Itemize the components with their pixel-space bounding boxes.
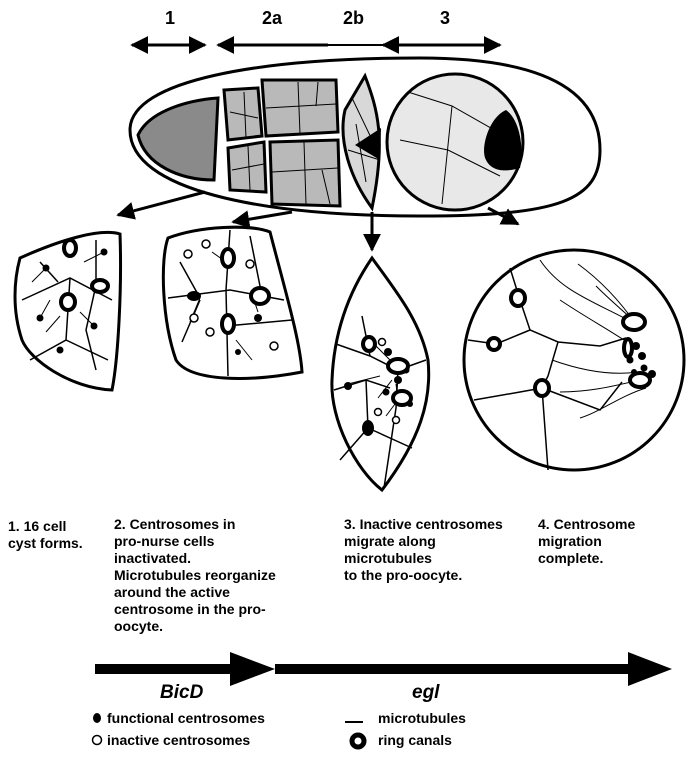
stage1-cyst (13, 230, 123, 392)
region2b-centrosome-mark (355, 128, 381, 160)
legend-functional-icon (93, 713, 101, 723)
legend-symbols (91, 713, 367, 750)
region2a-cell-b (260, 78, 340, 138)
stage3-cyst (330, 255, 431, 493)
timeline-arrow (95, 652, 672, 686)
caption-stage-1: 1. 16 cell cyst forms. (8, 518, 83, 551)
region-label-2b: 2b (343, 8, 365, 28)
gene-label-egl: egl (412, 682, 440, 703)
stage4-cyst (462, 248, 686, 472)
germarium (128, 56, 602, 218)
legend-ring-canals-label: ring canals (378, 732, 452, 748)
legend-functional-label: functional centrosomes (107, 710, 265, 726)
gene-label-bicd: BicD (160, 682, 204, 703)
region1-cell (136, 96, 220, 182)
stage2-cyst (161, 225, 304, 380)
caption-stage-4: 4. Centrosome migration complete. (538, 516, 636, 566)
region3-centrosome-mark (484, 110, 522, 171)
legend-inactive-icon (91, 734, 103, 746)
region-label-2a: 2a (262, 8, 283, 28)
region-label-1: 1 (165, 8, 176, 28)
caption-stage-2: 2. Centrosomes in pro-nurse cells inacti… (114, 516, 276, 634)
region3-cell (385, 72, 525, 212)
stage-arrows (116, 190, 520, 252)
legend-ring-canal-icon (349, 732, 367, 750)
legend-inactive-label: inactive centrosomes (107, 732, 251, 748)
legend-microtubules-label: microtubules (378, 710, 466, 726)
caption-stage-3: 3. Inactive centrosomes migrate along mi… (344, 516, 503, 583)
region-label-3: 3 (440, 8, 451, 28)
region2a-cell-a (222, 86, 264, 142)
